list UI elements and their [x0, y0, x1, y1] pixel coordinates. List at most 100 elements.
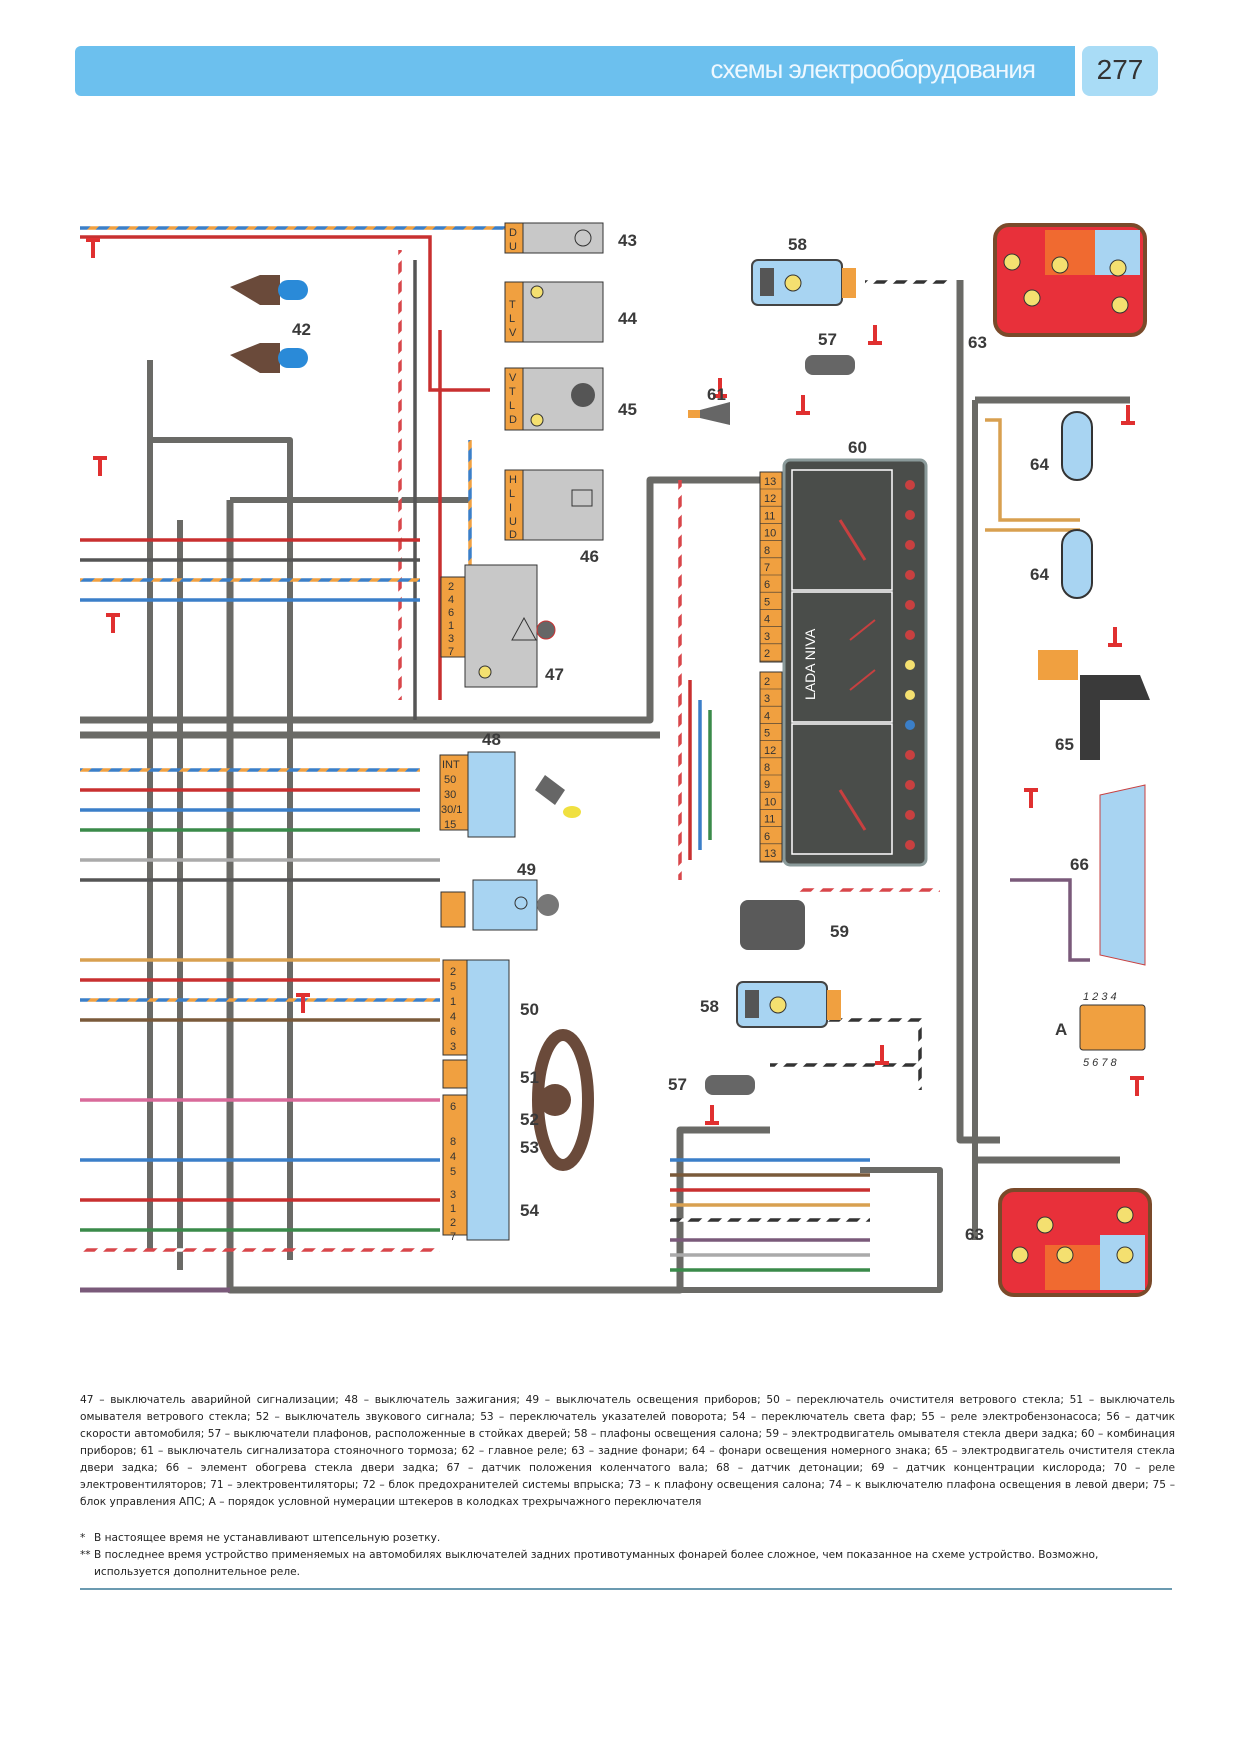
component-label-49: 49 — [517, 860, 536, 879]
svg-text:D: D — [509, 227, 517, 239]
svg-text:1 2 3 4: 1 2 3 4 — [1083, 991, 1117, 1003]
component-48: INT 50 30 30/1 15 48 — [439, 730, 581, 838]
cluster-pin: 11 — [764, 814, 775, 826]
svg-text:T: T — [509, 299, 516, 311]
cluster-pin: 3 — [764, 693, 770, 705]
svg-text:I: I — [509, 502, 512, 514]
component-label-53: 53 — [520, 1138, 539, 1157]
component-label-58b: 58 — [700, 997, 719, 1016]
component-44: T L V 44 — [504, 281, 637, 343]
component-49: 49 — [440, 860, 559, 931]
cluster-pin: 10 — [764, 528, 776, 540]
component-label-66: 66 — [1070, 855, 1089, 874]
cluster-pin: 13 — [764, 848, 776, 860]
connector-A: 1 2 3 4 5 6 7 8 A — [1055, 991, 1146, 1069]
cluster-pin: 2 — [764, 676, 770, 688]
svg-text:1: 1 — [450, 996, 456, 1008]
svg-text:6: 6 — [450, 1101, 456, 1113]
cluster-pin: 2 — [764, 648, 770, 660]
cluster-brand: LADA NIVA — [802, 628, 818, 700]
footnote: ** В последнее время устройство применяе… — [80, 1549, 1099, 1578]
svg-text:2: 2 — [450, 966, 456, 978]
svg-text:6: 6 — [450, 1026, 456, 1038]
component-label-61: 61 — [707, 385, 726, 404]
wire-harness — [80, 280, 1130, 1294]
header-bar: схемы электрооборудования — [75, 46, 1075, 96]
cluster-pin: 6 — [764, 831, 770, 843]
svg-text:3: 3 — [450, 1041, 456, 1053]
svg-text:30: 30 — [444, 789, 456, 801]
component-46: H L I U D 46 — [504, 469, 604, 566]
svg-text:7: 7 — [448, 646, 454, 658]
component-label-46: 46 — [580, 547, 599, 566]
component-66: 66 — [1070, 784, 1146, 966]
footnote: * В настоящее время не устанавливают ште… — [80, 1532, 441, 1544]
svg-text:4: 4 — [448, 594, 454, 606]
cluster-pin: 9 — [764, 779, 770, 791]
footer-rule — [80, 1588, 1172, 1590]
component-65: 65 — [1038, 650, 1150, 760]
svg-text:4: 4 — [450, 1011, 456, 1023]
cluster-pin: 5 — [764, 728, 770, 740]
svg-text:L: L — [509, 313, 515, 325]
component-57-top: 57 — [805, 330, 855, 375]
svg-text:1: 1 — [448, 620, 454, 632]
component-label-58a: 58 — [788, 235, 807, 254]
component-64: 64 64 — [1030, 411, 1093, 599]
component-61: 61 — [688, 385, 730, 425]
page-number: 277 — [1096, 54, 1144, 85]
component-label-64b: 64 — [1030, 565, 1049, 584]
component-label-63b: 63 — [965, 1225, 984, 1244]
cluster-pin: 11 — [764, 510, 775, 522]
component-label-47: 47 — [545, 665, 564, 684]
cluster-pin: 8 — [764, 545, 770, 557]
svg-text:U: U — [509, 516, 517, 528]
svg-text:8: 8 — [450, 1136, 456, 1148]
svg-text:5 6 7 8: 5 6 7 8 — [1083, 1057, 1118, 1069]
component-label-54: 54 — [520, 1201, 539, 1220]
section-title: схемы электрооборудования — [710, 54, 1036, 84]
component-43: D U 43 — [504, 222, 637, 254]
wiring-diagram: 42 D U 43 T L V 44 V T L D 45 H L I U — [80, 222, 1152, 1297]
svg-text:L: L — [509, 400, 515, 412]
svg-text:1: 1 — [450, 1203, 456, 1215]
svg-text:15: 15 — [444, 819, 456, 831]
cluster-pin: 12 — [764, 745, 776, 757]
cluster-pin: 13 — [764, 476, 776, 488]
component-58-bottom: 58 — [700, 981, 841, 1028]
svg-text:30/1: 30/1 — [441, 804, 462, 816]
cluster-pin: 5 — [764, 596, 770, 608]
component-label-65: 65 — [1055, 735, 1074, 754]
footnotes: * В настоящее время не устанавливают ште… — [80, 1530, 1175, 1581]
svg-text:5: 5 — [450, 981, 456, 993]
component-label-60: 60 — [848, 438, 867, 457]
component-47: 2 4 6 1 3 7 47 — [440, 564, 564, 688]
component-label-57b: 57 — [668, 1075, 687, 1094]
svg-text:H: H — [509, 474, 517, 486]
svg-text:2: 2 — [448, 581, 454, 593]
component-label-42: 42 — [292, 320, 311, 339]
cluster-pin: 7 — [764, 562, 770, 574]
svg-text:7: 7 — [450, 1231, 456, 1243]
component-label-51: 51 — [520, 1068, 539, 1087]
component-label-64a: 64 — [1030, 455, 1049, 474]
svg-text:D: D — [509, 529, 517, 541]
component-label-48: 48 — [482, 730, 501, 749]
component-45: V T L D 45 — [504, 367, 637, 431]
svg-text:3: 3 — [448, 633, 454, 645]
component-57-bottom: 57 — [668, 1075, 755, 1095]
svg-text:T: T — [509, 386, 516, 398]
svg-text:V: V — [509, 327, 517, 339]
cluster-pin: 4 — [764, 710, 770, 722]
component-label-59: 59 — [830, 922, 849, 941]
svg-text:6: 6 — [448, 607, 454, 619]
component-label-45: 45 — [618, 400, 637, 419]
svg-text:U: U — [509, 241, 517, 253]
ground-symbols — [86, 238, 1144, 1125]
svg-text:50: 50 — [444, 774, 456, 786]
component-label-A: A — [1055, 1020, 1067, 1039]
component-63-top: 63 — [968, 223, 1147, 352]
